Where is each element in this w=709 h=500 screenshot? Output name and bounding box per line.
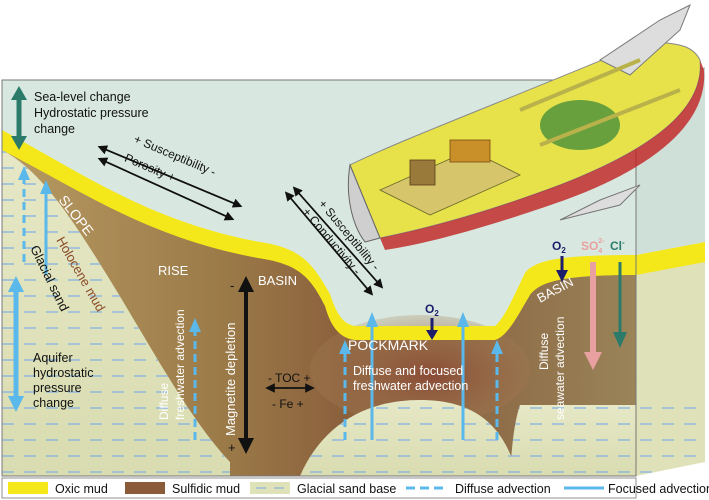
legend-label-sulfidic: Sulfidic mud	[172, 482, 240, 496]
fe-label: - Fe +	[272, 397, 304, 411]
diffuse-focused-line-2: freshwater advection	[353, 379, 468, 393]
so4-cl-arrows	[584, 262, 627, 370]
legend-label-diffuse: Diffuse advection	[455, 482, 551, 496]
diffuse-focused-line-1: Diffuse and focused	[353, 364, 463, 378]
cl-label: Cl-	[610, 238, 625, 253]
legend-swatch-oxic	[8, 482, 48, 494]
glacial-sand-left-dashes	[2, 150, 230, 476]
sea-level-line-3: change	[34, 122, 75, 136]
glacial-sand-right-dashes	[510, 405, 636, 476]
diffuse-seawater-line-1: Diffuse	[537, 333, 551, 370]
so4-label: SO42-	[581, 238, 605, 255]
diffuse-freshwater-line-2: freshwater advection	[173, 309, 187, 420]
sea-level-line-1: Sea-level change	[34, 90, 131, 104]
aquifer-arrow	[8, 276, 24, 412]
magnetite-minus: -	[230, 278, 234, 293]
o2-arrows	[426, 256, 568, 340]
pockmark-label: POCKMARK	[348, 337, 429, 353]
frame-outline	[1, 79, 637, 477]
aquifer-line-1: Aquifer	[33, 351, 73, 365]
magnetite-plus: +	[228, 440, 236, 455]
side-face-oxic	[636, 242, 705, 275]
diffuse-seawater-line-2: seawater advection	[553, 317, 567, 420]
legend-label-glacial: Glacial sand base	[297, 482, 396, 496]
aquifer-line-3: pressure	[33, 381, 82, 395]
magnetite-depletion-label: Magnetite depletion	[223, 323, 238, 436]
pockmark-advection-arrows	[339, 312, 503, 440]
toc-label: - TOC +	[268, 371, 311, 385]
aquifer-line-4: change	[33, 396, 74, 410]
research-vessel-illustration	[347, 3, 705, 250]
diffuse-freshwater-line-1: Diffuse	[157, 383, 171, 420]
susceptibility-right-arrows	[284, 186, 384, 296]
basin-left-label: BASIN	[258, 273, 297, 288]
legend-swatch-glacial	[250, 482, 290, 494]
legend-label-oxic: Oxic mud	[55, 482, 108, 496]
legend: Oxic mud Sulfidic mud Glacial sand base …	[1, 477, 709, 499]
sea-level-arrow	[11, 86, 27, 150]
rise-label: RISE	[158, 263, 189, 278]
side-face-dashes	[636, 392, 705, 476]
aquifer-line-2: hydrostatic	[33, 366, 93, 380]
rise-advection-arrows	[189, 318, 201, 440]
legend-label-focused: Focused advection	[608, 482, 709, 496]
legend-swatch-sulfidic	[125, 482, 165, 494]
magnetite-depletion-arrow	[238, 276, 254, 454]
susceptibility-left-arrows	[97, 145, 243, 221]
slope-advection-arrows	[18, 166, 52, 275]
o2-label-pockmark: O2	[425, 302, 439, 318]
o2-label-basin: O2	[552, 239, 566, 255]
sea-level-line-2: Hydrostatic pressure	[34, 106, 149, 120]
pockmark-sulfidic-zone	[310, 315, 530, 425]
